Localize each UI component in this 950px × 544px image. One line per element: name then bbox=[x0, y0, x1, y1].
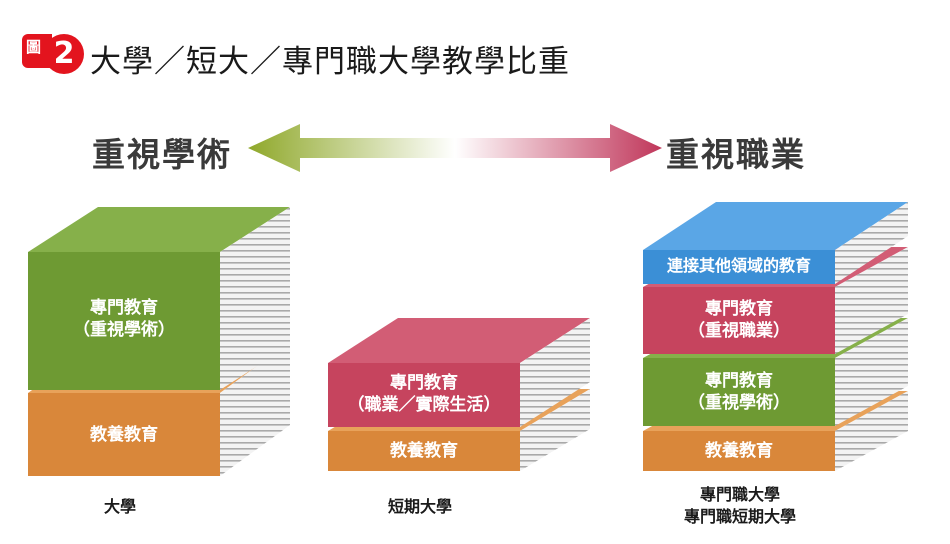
book-specialized-academic bbox=[28, 207, 290, 390]
figure-number: 2 bbox=[44, 34, 84, 74]
book-stack-junior-college bbox=[328, 318, 590, 471]
book-label-line: 教養教育 bbox=[390, 441, 458, 461]
book-stack-university bbox=[28, 207, 290, 476]
figure-title: 大學／短大／專門職大學教學比重 bbox=[90, 44, 570, 80]
column-label-junior-college: 短期大學 bbox=[387, 497, 452, 516]
book-label-line: 教養教育 bbox=[90, 425, 158, 445]
book-label-general-education: 教養教育 bbox=[28, 424, 220, 446]
column-label-line: 專門職短期大學 bbox=[683, 506, 796, 526]
book-label-specialized-vocational: 專門教育 （職業／實際生活） bbox=[328, 372, 520, 416]
book-label-line: 教養教育 bbox=[705, 441, 773, 461]
arrow-right-label: 重視職業 bbox=[666, 135, 806, 174]
book-specialized-vocational bbox=[328, 318, 590, 427]
book-label-line: 專門教育 bbox=[705, 299, 773, 319]
book-label-general-education: 教養教育 bbox=[643, 440, 835, 462]
book-label-cross-disciplinary: 連接其他領域的教育 bbox=[643, 256, 835, 277]
book-label-specialized-vocational: 專門教育 （重視職業） bbox=[643, 298, 835, 342]
book-label-line: （重視職業） bbox=[688, 321, 790, 342]
book-label-line: （重視學術） bbox=[688, 393, 790, 414]
book-label-line: （重視學術） bbox=[73, 320, 175, 341]
figure-badge-char: 圖 bbox=[26, 38, 42, 56]
book-label-line: 專門教育 bbox=[390, 373, 458, 393]
book-label-line: 專門教育 bbox=[90, 298, 158, 318]
book-label-line: 連接其他領域的教育 bbox=[666, 256, 811, 275]
column-label-professional-university: 專門職大學 專門職短期大學 bbox=[650, 484, 830, 527]
book-cross-disciplinary bbox=[643, 202, 908, 284]
column-label-university: 大學 bbox=[103, 497, 136, 516]
book-stack-professional-university bbox=[643, 202, 908, 471]
book-label-general-education: 教養教育 bbox=[328, 440, 520, 462]
column-label-line: 專門職大學 bbox=[699, 485, 780, 504]
book-label-line: 專門教育 bbox=[705, 371, 773, 391]
book-label-line: （職業／實際生活） bbox=[347, 395, 501, 416]
direction-arrow bbox=[248, 124, 662, 172]
arrow-left-label: 重視學術 bbox=[92, 135, 232, 174]
book-label-specialized-academic: 專門教育 （重視學術） bbox=[28, 297, 220, 341]
book-label-specialized-academic: 專門教育 （重視學術） bbox=[643, 370, 835, 414]
